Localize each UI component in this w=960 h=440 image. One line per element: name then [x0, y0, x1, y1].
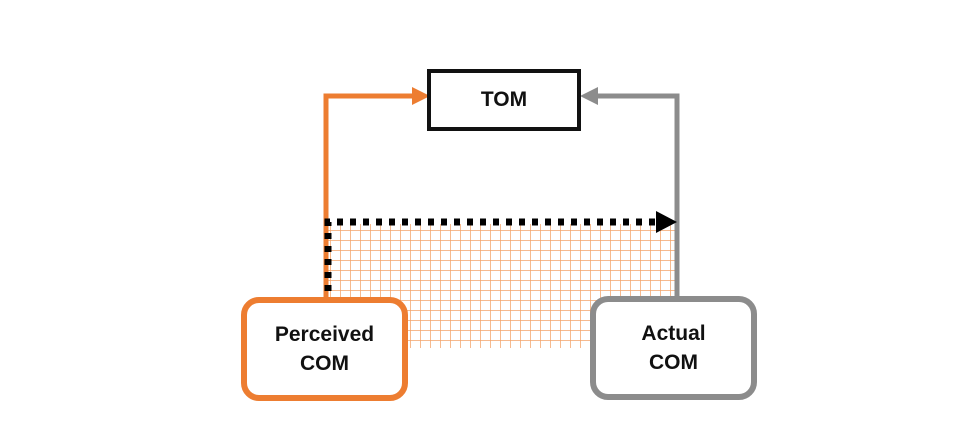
actual-to-tom-line: [594, 93, 680, 296]
dotted-arrowhead: [656, 211, 677, 233]
dotted-arrow-line: [324, 218, 656, 291]
perceived-com-label: Perceived COM: [274, 322, 375, 375]
actual-to-tom-arrowhead: [580, 87, 598, 105]
perceived-to-tom-line: [323, 93, 416, 297]
actual-com-box: Actual COM: [590, 296, 757, 400]
tom-box: TOM: [427, 69, 581, 131]
perceived-com-box: Perceived COM: [241, 297, 408, 401]
perceived-to-tom-arrowhead: [412, 87, 430, 105]
actual-com-label: Actual COM: [641, 321, 706, 374]
tom-label: TOM: [480, 88, 528, 111]
